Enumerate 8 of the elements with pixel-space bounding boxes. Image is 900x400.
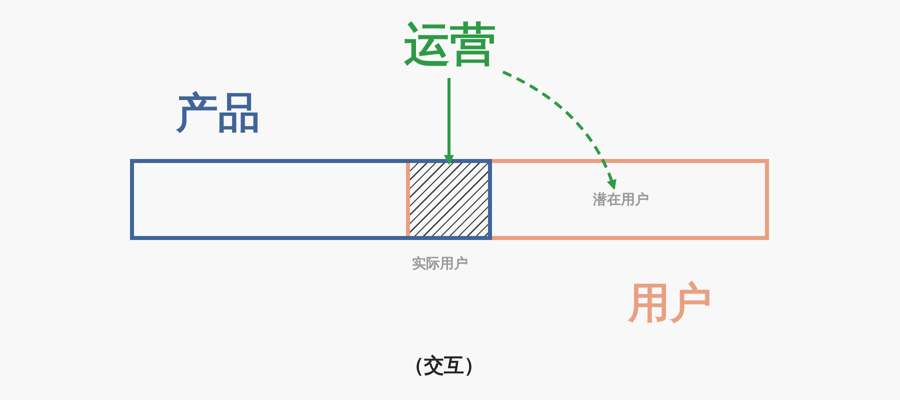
- arrow: [502, 70, 616, 190]
- box-heading: 产品: [176, 87, 260, 139]
- area-caption: 潜在用户: [561, 191, 681, 209]
- area-caption: 实际用户: [412, 255, 468, 273]
- arrow: [444, 78, 454, 165]
- heading-text: 运营: [395, 14, 505, 76]
- box-heading: 用户: [628, 277, 712, 329]
- caption-text: （交互）: [404, 352, 484, 379]
